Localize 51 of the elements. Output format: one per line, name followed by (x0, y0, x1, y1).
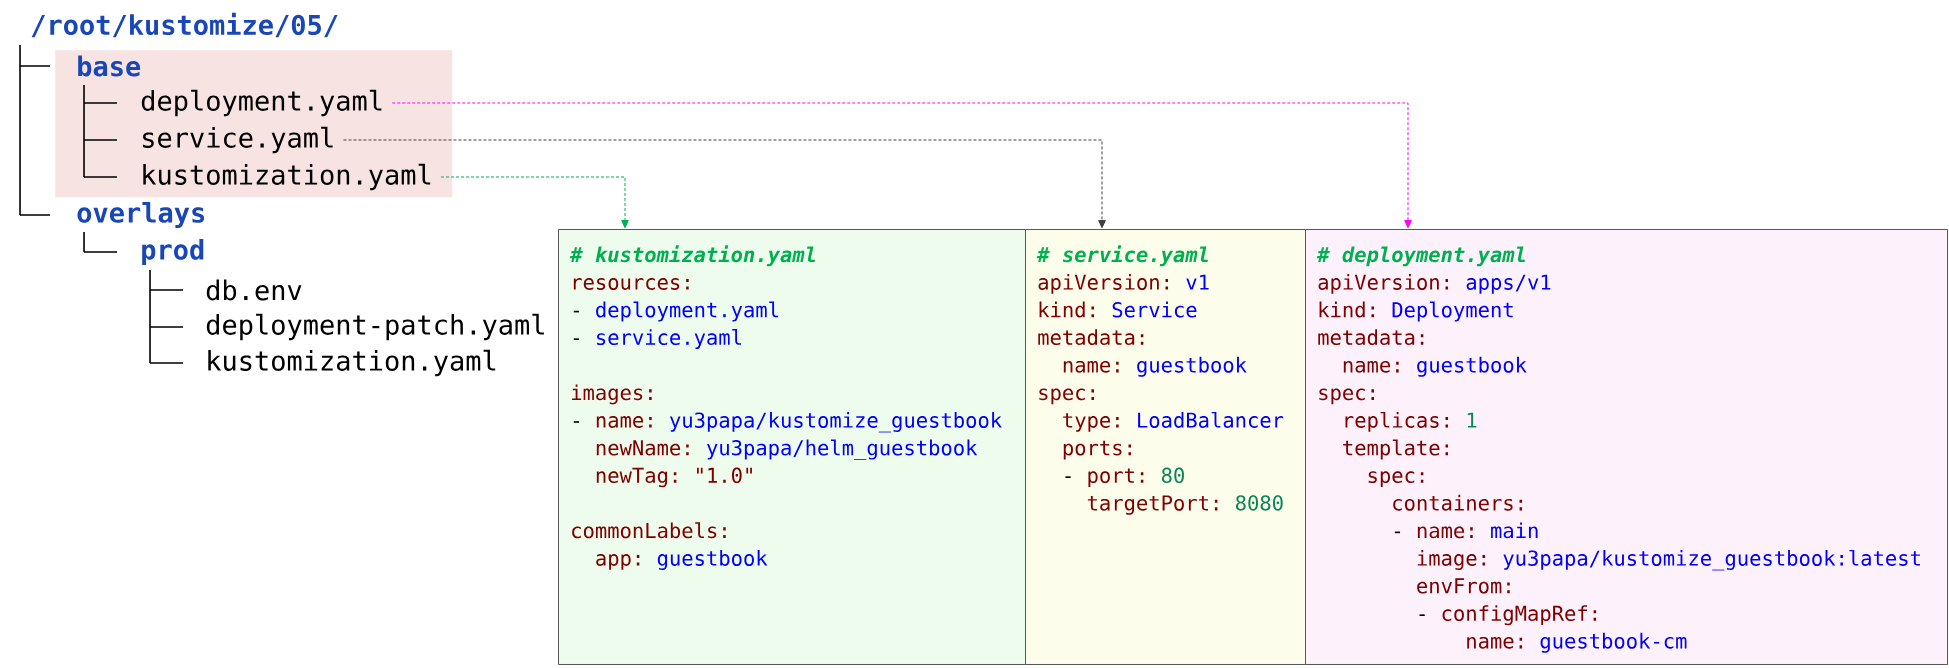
code-comment: # kustomization.yaml (569, 245, 816, 267)
folder-label: prod (142, 238, 204, 266)
code-comment: # service.yaml (1036, 245, 1208, 267)
code-line: - name: main (1394, 522, 1538, 539)
code-line: name: guestbook (1343, 356, 1527, 377)
code-panel (1305, 229, 1948, 665)
code-line: newName: yu3papa/helm_guestbook (596, 439, 978, 460)
code-line: spec: (1039, 388, 1094, 405)
file-name: kustomization.yaml (143, 163, 431, 191)
arrow (391, 102, 1412, 229)
code-line: commonLabels: (572, 522, 726, 539)
code-line: kind: Service (1039, 301, 1197, 318)
file-name: deployment.yaml (141, 89, 382, 117)
code-line: envFrom: (1417, 578, 1510, 594)
code-comment: # deployment.yaml (1316, 246, 1525, 267)
folder-label: base (78, 55, 141, 77)
code-line: image: yu3papa/kustomize_guestbook:latest (1417, 549, 1920, 571)
arrow (343, 139, 1106, 229)
code-panel (558, 229, 1026, 665)
code-line: type: LoadBalancer (1063, 411, 1284, 432)
code-line: newTag: "1.0" (596, 467, 752, 488)
code-line: spec: (1368, 471, 1424, 488)
code-panel (1025, 229, 1306, 665)
code-line: - configMapRef: (1419, 605, 1597, 626)
code-line: - deployment.yaml (573, 301, 778, 322)
file-name: db.env (206, 279, 302, 301)
code-line: - service.yaml (573, 329, 741, 350)
folder-label: /root/kustomize/05/ (31, 12, 338, 38)
code-line: metadata: (1038, 329, 1144, 346)
arrow (440, 176, 629, 229)
code-line: metadata: (1318, 329, 1424, 346)
code-line: spec: (1319, 388, 1374, 405)
code-line: apiVersion: apps/v1 (1318, 274, 1551, 294)
code-line: containers: (1393, 494, 1523, 511)
code-line: resources: (573, 278, 689, 290)
code-line: - name: yu3papa/kustomize_guestbook (573, 412, 1002, 433)
code-line: app: guestbook (596, 550, 768, 570)
folder-label: overlays (77, 201, 205, 229)
code-line: template: (1343, 439, 1449, 460)
code-line: - port: 80 (1065, 467, 1184, 488)
code-line: ports: (1063, 440, 1131, 460)
file-name: service.yaml (143, 126, 333, 154)
code-line: targetPort: 8080 (1087, 495, 1283, 515)
code-line: images: (572, 384, 652, 405)
code-line: apiVersion: v1 (1038, 274, 1209, 294)
file-name: kustomization.yaml (208, 349, 496, 377)
code-line: name: guestbook-cm (1467, 632, 1687, 653)
code-line: replicas: 1 (1345, 411, 1477, 432)
code-line: kind: Deployment (1319, 301, 1513, 322)
code-line: name: guestbook (1063, 356, 1247, 377)
folder-band (55, 50, 453, 198)
